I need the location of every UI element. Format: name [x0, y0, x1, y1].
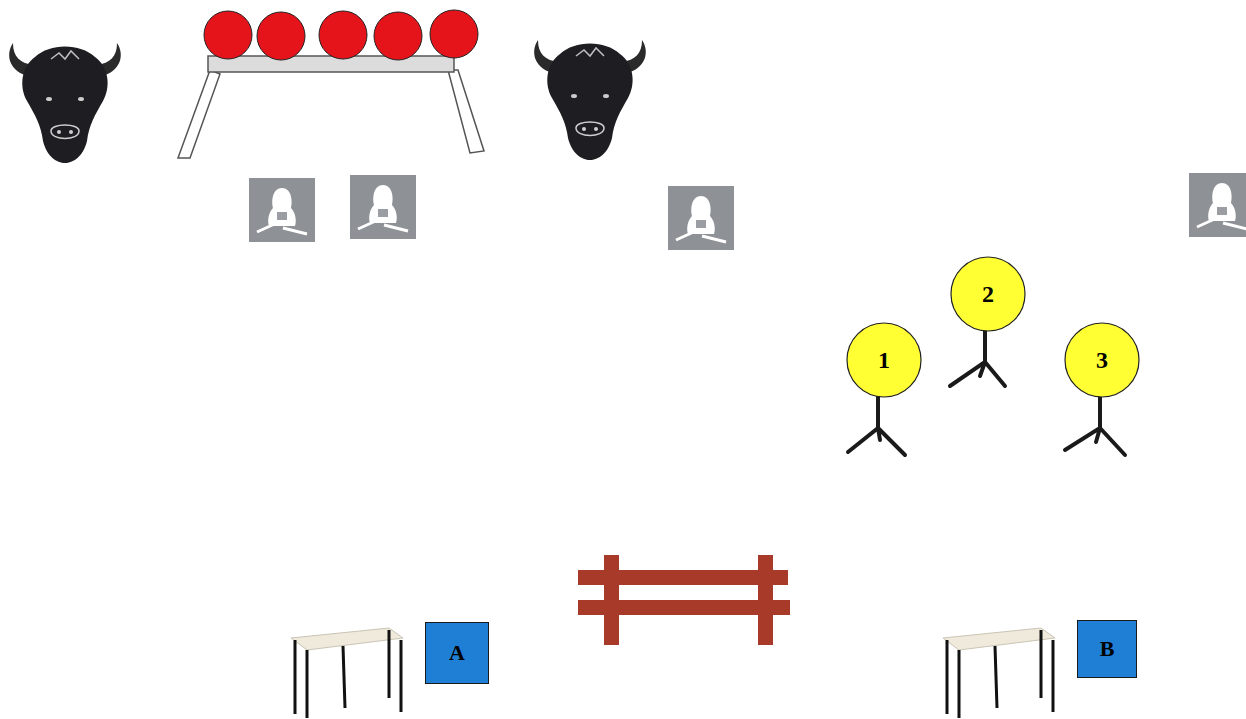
callout-number: 1 — [878, 348, 890, 372]
knockdown-icon — [350, 175, 416, 239]
loading-table — [291, 628, 403, 718]
steel-target — [951, 257, 1025, 331]
position-marker: B — [1077, 620, 1137, 678]
knockdown-icon — [668, 186, 734, 250]
position-label: B — [1100, 638, 1115, 660]
plate — [319, 11, 367, 59]
position-label: A — [449, 642, 465, 664]
knockdown-icon — [1189, 173, 1246, 237]
target-number: 2 — [950, 256, 1026, 332]
steel-target — [1065, 323, 1139, 397]
plate — [430, 10, 478, 58]
fence — [578, 555, 790, 645]
fence-post — [758, 555, 773, 645]
callout-number: 2 — [982, 282, 994, 306]
loading-table — [943, 628, 1055, 718]
target-number: 1 — [846, 322, 922, 398]
callout-number: 3 — [1096, 348, 1108, 372]
tripod — [848, 396, 905, 455]
target-number: 3 — [1064, 322, 1140, 398]
plate — [204, 11, 252, 59]
fence-post — [604, 555, 619, 645]
bison-icon — [534, 40, 646, 160]
plate — [257, 12, 305, 60]
rack-bar — [208, 56, 454, 72]
plate-rack — [178, 10, 484, 158]
position-marker: A — [425, 622, 489, 684]
rack-leg — [448, 70, 484, 153]
knockdown-icon — [249, 178, 315, 242]
steel-target — [847, 323, 921, 397]
tripod — [1065, 396, 1125, 455]
tripod — [950, 330, 1005, 386]
plate — [374, 12, 422, 60]
bison-icon — [9, 43, 121, 163]
rack-leg — [178, 70, 220, 158]
